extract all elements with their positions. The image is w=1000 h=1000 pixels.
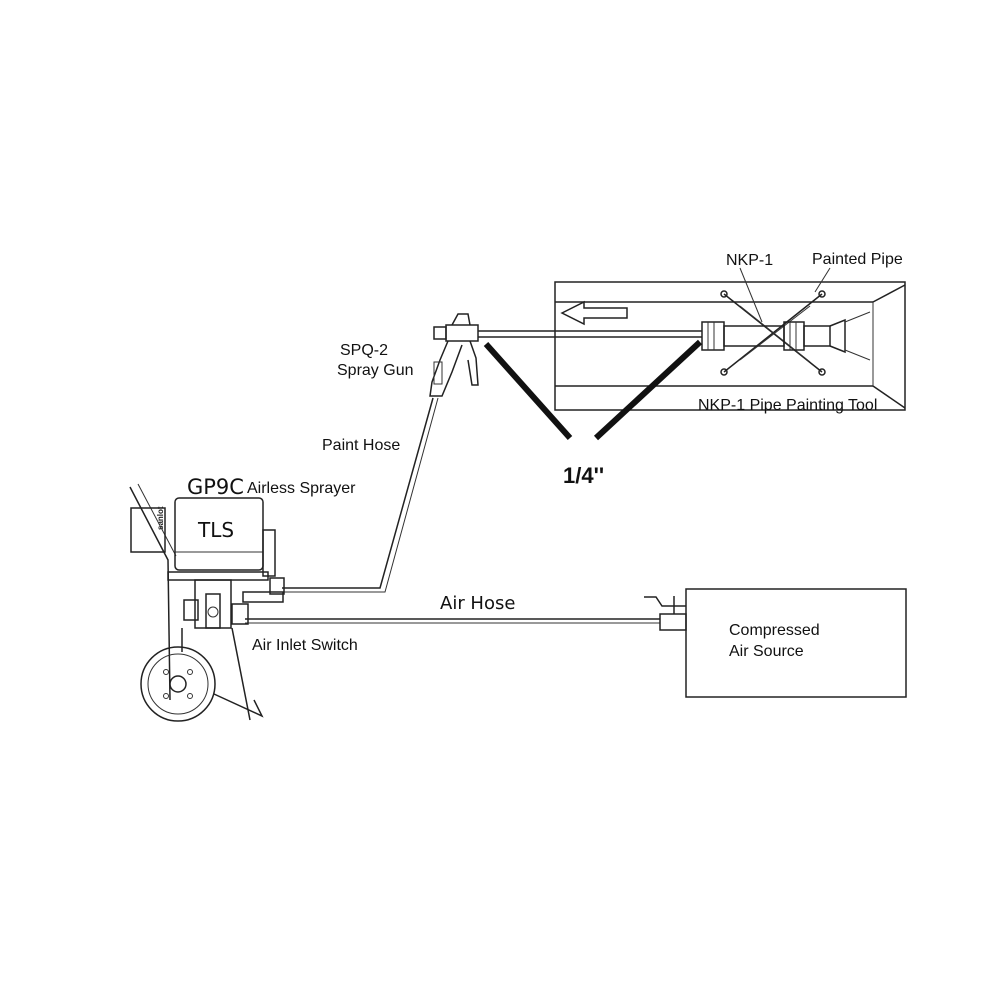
spray-gun [429,313,702,397]
airless-sprayer-label: Airless Sprayer [247,480,356,497]
direction-arrow-icon [560,300,628,326]
tls-label: TLS [197,518,234,542]
gp9c-label: GP9C [187,475,244,499]
compressed-label-line2: Air Source [729,643,804,660]
paint-hose [282,397,434,589]
svg-text:sanlot: sanlot [156,506,165,530]
spq2-label: SPQ-2 [340,342,388,359]
air-inlet-switch-label: Air Inlet Switch [252,637,358,654]
size-indicator-right [593,339,703,441]
nkp1-tool [701,290,871,376]
size-indicator-left [483,342,573,440]
painted-pipe-label: Painted Pipe [812,251,903,268]
size-label: 1/4'' [563,463,604,488]
painted-pipe-enclosure [554,281,906,411]
tool-label: NKP-1 Pipe Painting Tool [698,397,877,414]
compressed-air-source [644,588,907,698]
air-hose [245,613,687,631]
airless-sprayer-machine: sanlot [129,483,285,722]
compressed-label-line1: Compressed [729,622,820,639]
nkp1-label: NKP-1 [726,252,773,269]
paint-hose-label: Paint Hose [322,437,400,454]
spray-gun-label: Spray Gun [337,362,413,379]
air-hose-label: Air Hose [440,593,515,614]
